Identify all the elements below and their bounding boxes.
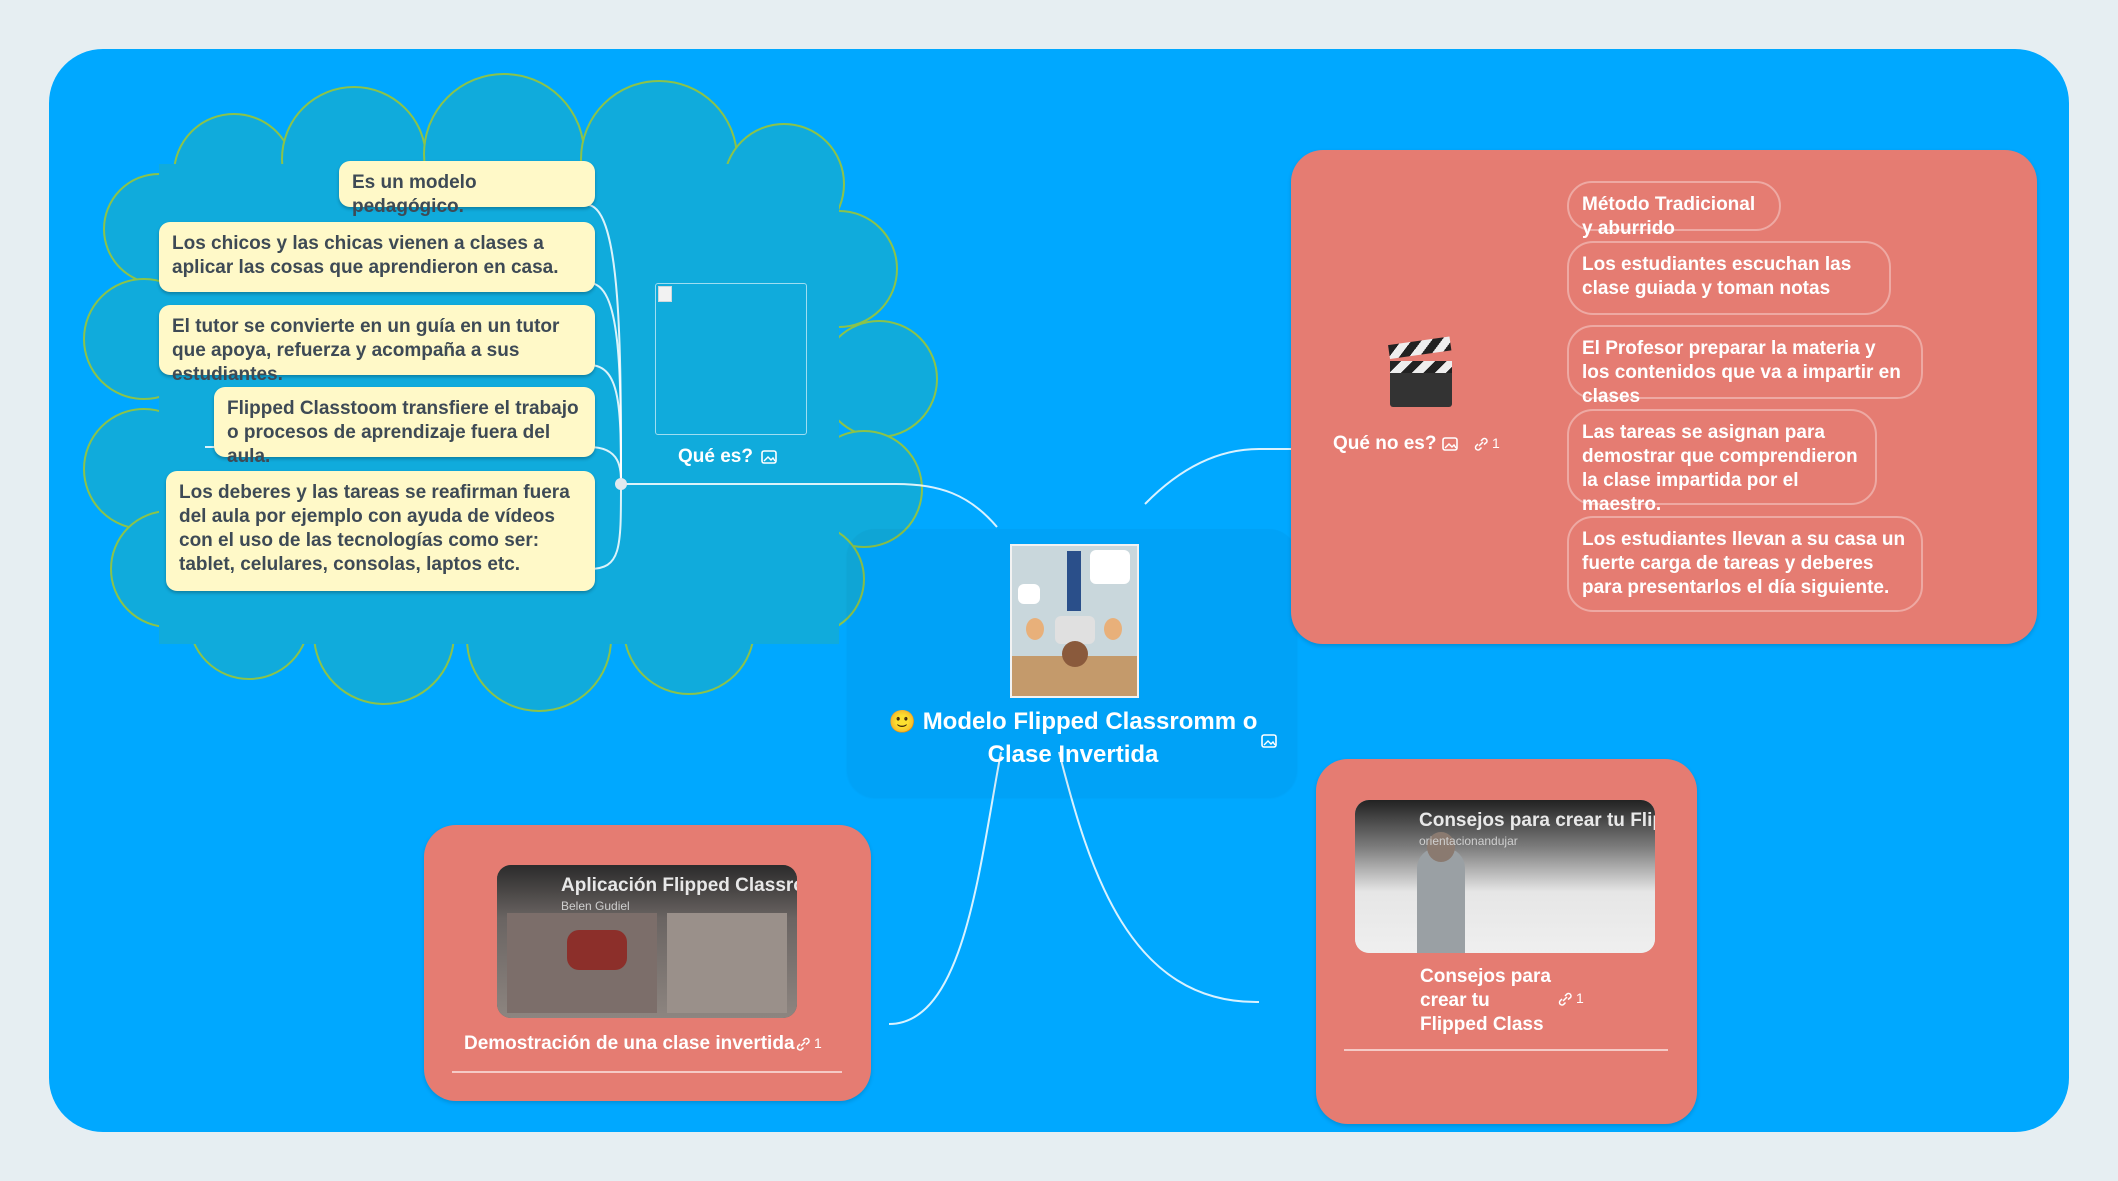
- central-title: 🙂 Modelo Flipped Classromm o Clase Inver…: [888, 708, 1258, 768]
- consejos-underline: [1344, 1049, 1668, 1051]
- image-icon: [761, 450, 777, 464]
- consejos-label[interactable]: Consejos para crear tu Flipped Class: [1420, 966, 1551, 1035]
- note-chicos-aplicar[interactable]: Los chicos y las chicas vienen a clases …: [159, 222, 595, 292]
- central-image: [1010, 544, 1139, 698]
- image-icon: [1261, 734, 1277, 748]
- que-no-es-label[interactable]: Qué no es?: [1333, 433, 1436, 455]
- link-count: 1: [814, 1035, 822, 1051]
- que-es-text: Qué es?: [678, 446, 753, 467]
- link-icon[interactable]: [1473, 436, 1489, 452]
- item-metodo-tradicional[interactable]: Método Tradicional y aburrido: [1567, 181, 1781, 239]
- consejos-video-thumbnail[interactable]: Consejos para crear tu Flipp orientacion…: [1355, 800, 1655, 953]
- que-es-label[interactable]: Qué es?: [678, 446, 753, 468]
- item-estudiantes-llevan[interactable]: Los estudiantes llevan a su casa un fuer…: [1567, 516, 1923, 612]
- note-tutor-guia[interactable]: El tutor se convierte en un guía en un t…: [159, 305, 595, 385]
- consejos-video-title: Consejos para crear tu Flipp: [1419, 810, 1655, 831]
- note-es-modelo[interactable]: Es un modelo pedagógico.: [339, 161, 595, 217]
- demo-video-thumbnail[interactable]: Aplicación Flipped Classroo Belen Gudiel: [497, 865, 797, 1018]
- demo-text: Demostración de una clase invertida: [464, 1033, 795, 1054]
- item-profesor-preparar[interactable]: El Profesor preparar la materia y los co…: [1567, 325, 1923, 407]
- que-es-image: [655, 283, 807, 435]
- smile-emoji-icon: 🙂: [888, 709, 917, 734]
- link-icon[interactable]: [795, 1036, 811, 1052]
- link-count: 1: [1492, 435, 1500, 451]
- que-no-es-text: Qué no es?: [1333, 433, 1437, 454]
- link-count: 1: [1576, 990, 1584, 1006]
- item-estudiantes-escuchan[interactable]: Los estudiantes escuchan las clase guiad…: [1567, 241, 1891, 315]
- link-icon[interactable]: [1557, 991, 1573, 1007]
- mindmap-canvas: Es un modelo pedagógico. Los chicos y la…: [49, 49, 2069, 1132]
- demo-video-title: Aplicación Flipped Classroo: [561, 875, 797, 896]
- image-icon: [1442, 437, 1458, 451]
- consejos-video-channel: orientacionandujar: [1419, 834, 1518, 848]
- clapperboard-icon: [1387, 336, 1453, 409]
- note-transfiere[interactable]: Flipped Classtoom transfiere el trabajo …: [214, 387, 595, 467]
- demo-video-channel: Belen Gudiel: [561, 899, 630, 913]
- item-tareas-asignan[interactable]: Las tareas se asignan para demostrar que…: [1567, 409, 1877, 515]
- demo-label[interactable]: Demostración de una clase invertida: [464, 1033, 795, 1055]
- broken-image-icon: [658, 286, 672, 302]
- note-deberes-tareas[interactable]: Los deberes y las tareas se reafirman fu…: [166, 471, 595, 591]
- demo-underline: [452, 1071, 842, 1073]
